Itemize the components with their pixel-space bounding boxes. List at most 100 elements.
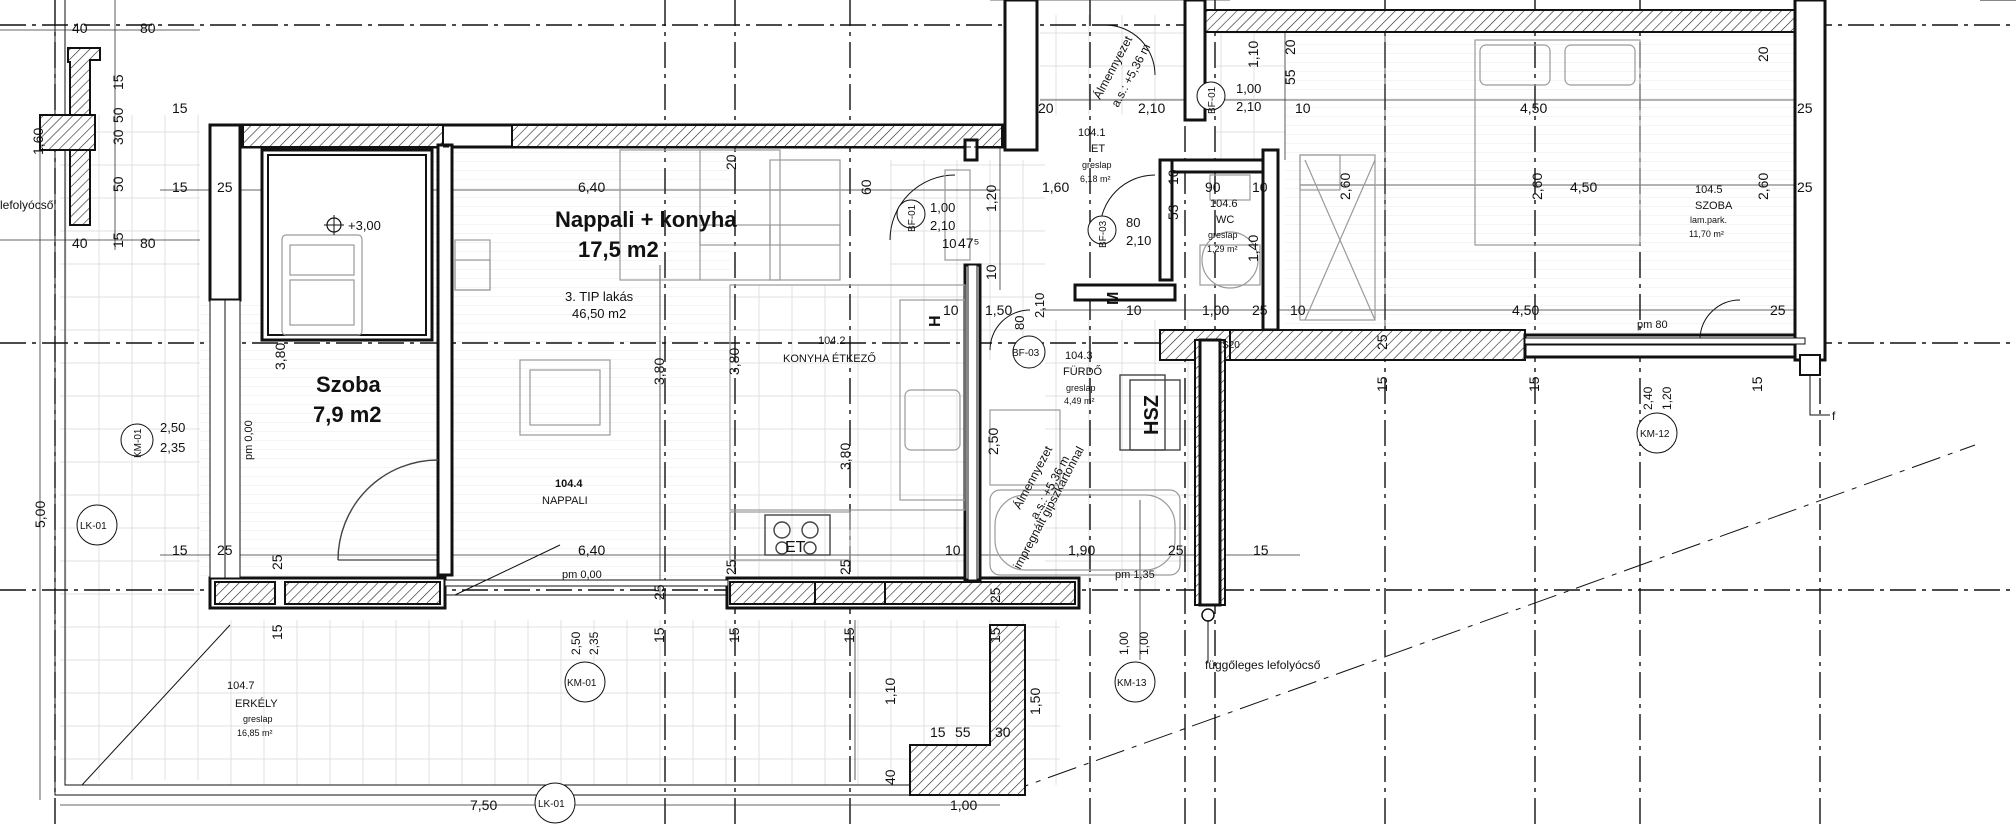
h-mark: H <box>927 315 944 327</box>
pm-000-b: pm 0,00 <box>562 569 602 581</box>
tag-lk01b: LK-01 <box>534 782 576 824</box>
dim: 40 <box>72 235 88 251</box>
room-1045-name: SZOBA <box>1695 200 1733 212</box>
room-labels: Nappali + konyha 17,5 m2 Szoba 7,9 m2 3.… <box>227 127 1733 738</box>
dim: 15 <box>1253 542 1269 558</box>
dim: 47⁵ <box>958 235 979 251</box>
dim: 1,00 <box>1236 81 1261 96</box>
svg-text:KM-12: KM-12 <box>1640 429 1670 440</box>
dim: 15 <box>841 627 857 643</box>
dim: 25 <box>987 587 1003 603</box>
dim: 3,80 <box>272 343 288 370</box>
dim: 25 <box>1797 179 1813 195</box>
room-1047-name: ERKÉLY <box>235 697 278 710</box>
dim: 80 <box>140 20 156 36</box>
svg-text:KM-01: KM-01 <box>567 678 597 689</box>
room-1045-floor: lam.park. <box>1690 215 1727 225</box>
room-1043-floor: greslap <box>1066 383 1096 393</box>
dim: 10 <box>945 542 961 558</box>
hsz-label: HSZ <box>1141 395 1163 435</box>
room-1043-name: FÜRDŐ <box>1063 364 1103 378</box>
dim: 5,00 <box>32 501 48 528</box>
room-1047-area: 16,85 m² <box>237 728 273 738</box>
apartment-type: 3. TIP lakás <box>565 289 634 304</box>
dim: 4,50 <box>1520 100 1547 116</box>
tag-bf01a: BF-01 <box>896 199 926 232</box>
room-1043-area: 4,49 m² <box>1064 396 1095 406</box>
dim: 1,00 <box>930 200 955 215</box>
doors <box>337 24 1156 561</box>
dim: 4,50 <box>1512 302 1539 318</box>
dim: 20 <box>1282 39 1298 55</box>
dim: 50 <box>110 176 126 192</box>
dim: 25 <box>1797 100 1813 116</box>
room-1043-code: 104.3 <box>1065 350 1093 362</box>
svg-text:KM-13: KM-13 <box>1117 678 1147 689</box>
dim: 3,80 <box>651 358 667 385</box>
room-1041-floor: greslap <box>1082 160 1112 170</box>
tag-km01a: KM-01 <box>120 423 154 458</box>
dim: 1,20 <box>983 185 999 212</box>
dimension-lines <box>0 0 1800 806</box>
svg-text:BF-01: BF-01 <box>1207 86 1218 114</box>
dim: 80 <box>1126 215 1140 230</box>
dim: 1,60 <box>30 128 46 155</box>
dim: 90 <box>1205 179 1221 195</box>
dim: 80 <box>140 235 156 251</box>
dim: 6,40 <box>578 542 605 558</box>
dim: 1,00 <box>1137 631 1151 655</box>
pm-135: pm 1,35 <box>1115 569 1155 581</box>
dim: 80 <box>1012 316 1027 330</box>
room-1045-area: 11,70 m² <box>1689 229 1724 239</box>
pm-80: pm 80 <box>1637 319 1668 331</box>
dim: 1,50 <box>985 302 1012 318</box>
room-1047-code: 104.7 <box>227 680 255 692</box>
glazing <box>209 146 1806 596</box>
dim: 25 <box>1252 302 1268 318</box>
dim: 6,40 <box>578 179 605 195</box>
element-tags: KM-01 LK-01 KM-01 LK-01 KM-12 KM-13 BF-0… <box>76 81 1678 824</box>
dim: 10 <box>943 302 959 318</box>
dim: 15 <box>651 627 667 643</box>
tag-bf03b: BF-03 <box>1012 335 1046 369</box>
dim: 3,80 <box>837 443 853 470</box>
dim: 2,10 <box>1126 233 1151 248</box>
room-1046-name: WC <box>1216 214 1234 226</box>
dim: 2,60 <box>1337 173 1353 200</box>
svg-text:BF-01: BF-01 <box>907 204 918 232</box>
dim: 10 <box>1165 169 1181 185</box>
dim: 30 <box>995 724 1011 740</box>
downpipe-label: függőleges lefolyócső <box>1205 658 1321 672</box>
dim: 20 <box>723 154 739 170</box>
dim: 25 <box>837 559 853 575</box>
tag-km01b: KM-01 <box>564 661 606 703</box>
level-marker-icon <box>324 215 344 235</box>
dim: 25 <box>723 559 739 575</box>
s20-mark: S20 <box>1222 340 1240 351</box>
et-mark: ET <box>785 539 806 556</box>
m-mark: M <box>1105 292 1122 305</box>
dim: 2,35 <box>160 440 185 455</box>
dim: 40 <box>72 20 88 36</box>
dim: 55 <box>1282 69 1298 85</box>
dim: 1,00 <box>950 797 977 813</box>
dim: 15 <box>269 624 285 640</box>
dim: 25 <box>1374 334 1390 350</box>
dim: 2,50 <box>569 631 583 655</box>
dim: 25 <box>269 554 285 570</box>
pm-000-a: pm 0,00 <box>243 420 255 460</box>
room-1044-code: 104.4 <box>555 478 583 490</box>
dim: 30 <box>110 129 126 145</box>
f-mark: f <box>1832 409 1836 423</box>
dim: 15 <box>172 100 188 116</box>
room-1041-code: 104.1 <box>1078 127 1106 139</box>
dim: 1,10 <box>882 678 898 705</box>
dim: 15 <box>1526 376 1542 392</box>
dim: 2,50 <box>985 428 1001 455</box>
living-kitchen-area: 17,5 m2 <box>578 237 659 262</box>
dim: 15 <box>1374 376 1390 392</box>
dim: 7,50 <box>470 797 497 813</box>
dim: 2,40 <box>1641 386 1655 410</box>
room-1041-area: 6,18 m² <box>1080 174 1111 184</box>
dim: 2,10 <box>1138 100 1165 116</box>
